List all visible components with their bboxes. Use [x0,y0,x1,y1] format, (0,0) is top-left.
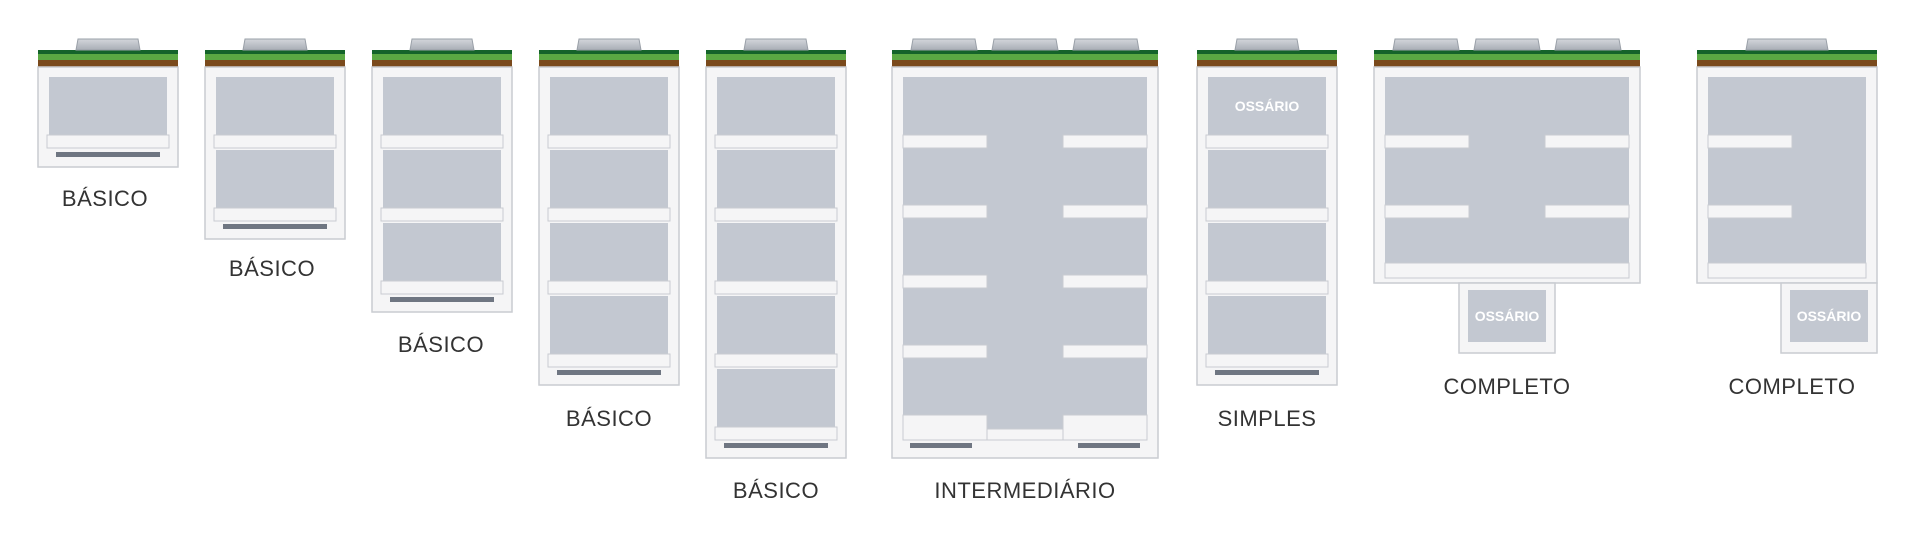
chamber [1208,296,1326,354]
drain-slot [390,297,494,302]
model-label: BÁSICO [62,186,148,211]
lid-slab [242,38,308,51]
vault-model-completo-1: OSSÁRIO COMPLETO [1373,38,1641,399]
ossuary-chamber [1208,77,1326,135]
vault-model-intermediario: INTERMEDIÁRIO [891,38,1159,503]
ossuary-chamber [1790,290,1868,342]
lid-slab [1234,38,1300,51]
lid-slab [1473,38,1541,51]
model-label: BÁSICO [566,406,652,431]
model-label: SIMPLES [1218,406,1317,431]
lid-slab [1745,38,1829,51]
vault-model-basico-3: BÁSICO [371,38,513,357]
vault-model-completo-2: OSSÁRIO COMPLETO [1696,38,1878,399]
chamber [1208,150,1326,208]
chamber [717,223,835,281]
vault-model-simples: OSSÁRIO SIMPLES [1196,38,1338,431]
chamber [903,77,1147,429]
ossuary-chamber [1468,290,1546,342]
chamber [49,77,167,135]
chamber [1385,77,1629,263]
lid-slab [1392,38,1460,51]
vault-model-basico-2: BÁSICO [204,38,346,281]
ossuary-label: OSSÁRIO [1475,308,1540,324]
lid-slab [75,38,141,51]
chamber [383,77,501,135]
vault-model-basico-5: BÁSICO [705,38,847,503]
drain-slot [1215,370,1319,375]
lid-slab [409,38,475,51]
chamber [717,369,835,427]
model-label: COMPLETO [1443,374,1570,399]
lid-slab [991,38,1059,51]
lid-slab [910,38,978,51]
chamber [550,223,668,281]
chamber [383,150,501,208]
lid-slab [1072,38,1140,51]
chamber [717,296,835,354]
vault-model-basico-1: BÁSICO [37,38,179,211]
drain-slot [56,152,160,157]
chamber [1208,223,1326,281]
chamber [216,150,334,208]
lid-slab [1554,38,1622,51]
lid-slab [576,38,642,51]
ground-surface [38,38,178,67]
drain-slot [1078,443,1140,448]
chamber [550,296,668,354]
chamber [717,150,835,208]
chamber [383,223,501,281]
chamber [717,77,835,135]
lid-slab [743,38,809,51]
drain-slot [910,443,972,448]
ossuary-label: OSSÁRIO [1235,98,1300,114]
drain-slot [223,224,327,229]
ossuary-label: OSSÁRIO [1797,308,1862,324]
model-label: BÁSICO [398,332,484,357]
chamber [1708,77,1866,263]
drain-slot [724,443,828,448]
drain-slot [557,370,661,375]
chamber [216,77,334,135]
chamber [550,77,668,135]
vault-model-basico-4: BÁSICO [538,38,680,431]
model-label: BÁSICO [229,256,315,281]
model-label: COMPLETO [1728,374,1855,399]
model-label: BÁSICO [733,478,819,503]
model-label: INTERMEDIÁRIO [934,478,1115,503]
chamber [550,150,668,208]
